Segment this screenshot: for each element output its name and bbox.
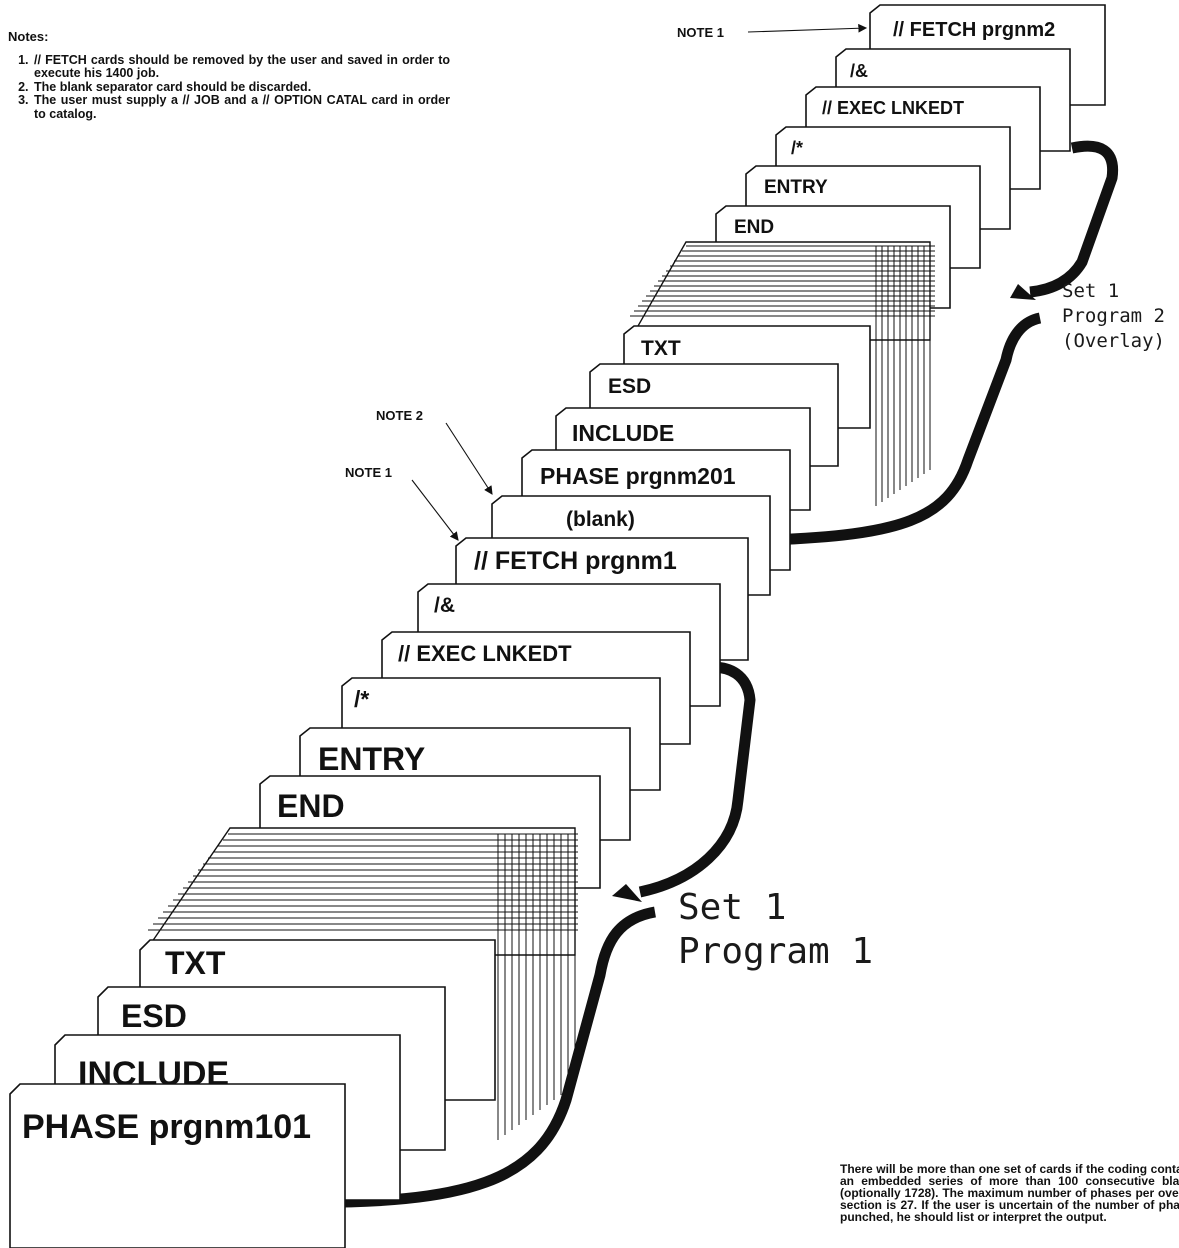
set1-program1-line2: Program 1 <box>678 931 873 972</box>
card-label: // FETCH prgnm1 <box>474 547 677 575</box>
card-label: /& <box>434 594 455 617</box>
card-label: PHASE prgnm101 <box>22 1108 311 1146</box>
callout-note1-top: NOTE 1 <box>677 23 868 40</box>
deck-program2: // FETCH prgnm2 /& // EXEC LNKEDT /* ENT… <box>521 4 1106 571</box>
set1-program1-label: Set 1 Program 1 <box>678 887 873 972</box>
card-label: ESD <box>121 998 187 1034</box>
note1-label-mid: NOTE 1 <box>345 465 392 480</box>
card-label: INCLUDE <box>572 420 674 446</box>
deck-program1: // FETCH prgnm1 /& // EXEC LNKEDT /* ENT… <box>9 537 749 1248</box>
card-label: // EXEC LNKEDT <box>398 641 572 666</box>
note-item-2: The blank separator card should be disca… <box>32 80 450 95</box>
ribbon-program2 <box>769 140 1119 546</box>
notes-block: Notes: // FETCH cards should be removed … <box>8 30 450 121</box>
card-phase-prgnm101: PHASE prgnm101 <box>9 1083 346 1248</box>
deck-stack-program2 <box>628 241 935 506</box>
callout-note1-mid: NOTE 1 <box>345 465 459 541</box>
card-label: PHASE prgnm201 <box>540 463 736 489</box>
note-item-1: // FETCH cards should be removed by the … <box>32 53 450 81</box>
notes-title: Notes: <box>8 29 49 44</box>
card-label: (blank) <box>566 508 635 531</box>
card-label: ENTRY <box>764 177 828 198</box>
note-item-3: The user must supply a // JOB and a // O… <box>32 93 450 121</box>
card-label: TXT <box>641 337 681 360</box>
set1-program2-line3: (Overlay) <box>1062 330 1165 352</box>
card-label: ENTRY <box>318 741 425 777</box>
ribbon-program1 <box>289 661 756 1208</box>
card-label: // FETCH prgnm2 <box>893 19 1055 41</box>
card-label: /* <box>354 686 369 712</box>
card-label: END <box>734 217 774 238</box>
card-label: /& <box>850 61 868 81</box>
deck-stack-program1 <box>141 827 578 1140</box>
set1-program2-line2: Program 2 <box>1062 305 1165 327</box>
card-label: // EXEC LNKEDT <box>822 98 964 118</box>
card-label: ESD <box>608 375 651 398</box>
notes-list: // FETCH cards should be removed by the … <box>8 53 450 122</box>
set1-program1-line1: Set 1 <box>678 887 786 928</box>
card-label: TXT <box>165 945 226 981</box>
set1-program2-label: Set 1 Program 2 (Overlay) <box>1062 280 1165 352</box>
footer-note: There will be more than one set of cards… <box>840 1162 1179 1224</box>
callout-note2: NOTE 2 <box>376 408 493 495</box>
card-label: /* <box>791 138 803 158</box>
set1-program2-line1: Set 1 <box>1062 280 1119 302</box>
card-label: END <box>277 788 345 824</box>
note1-label-top: NOTE 1 <box>677 25 724 40</box>
note2-label: NOTE 2 <box>376 408 423 423</box>
